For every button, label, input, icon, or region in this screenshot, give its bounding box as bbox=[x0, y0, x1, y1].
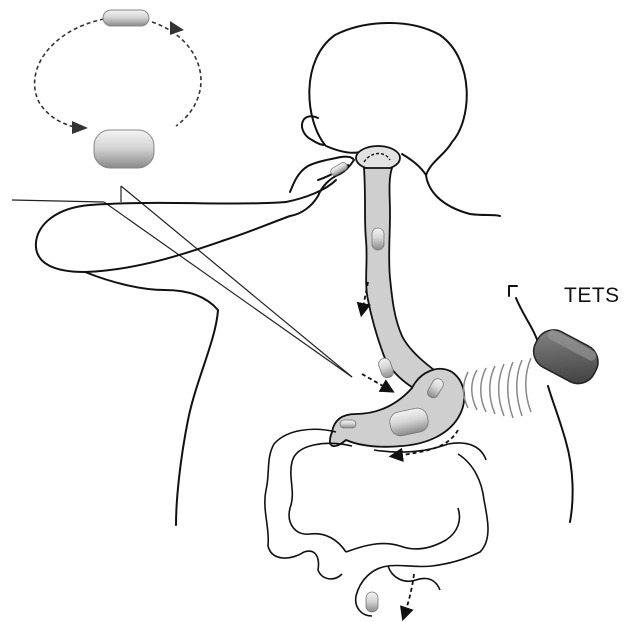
esophagus bbox=[364, 168, 446, 392]
colon-lower bbox=[346, 508, 460, 552]
colon-left bbox=[265, 429, 342, 579]
neck-shoulder-right bbox=[426, 175, 500, 216]
intestines bbox=[265, 429, 488, 616]
esophagus-capsule-1 bbox=[372, 228, 384, 250]
loop-arrow-left-head bbox=[72, 121, 88, 134]
pylorus-capsule bbox=[340, 420, 356, 428]
small-capsule-icon bbox=[103, 10, 149, 26]
arm-upper bbox=[36, 202, 290, 272]
mouth-outline bbox=[356, 146, 400, 170]
tets-signal bbox=[464, 358, 532, 418]
large-capsule-icon bbox=[94, 130, 154, 168]
tets-device bbox=[527, 324, 604, 390]
colon-inner-left bbox=[289, 443, 352, 552]
chin-outline bbox=[402, 154, 426, 175]
torso-right bbox=[509, 286, 517, 296]
tets-label: TETS bbox=[564, 284, 620, 308]
zoom-lines bbox=[12, 186, 352, 377]
arm-lower bbox=[85, 272, 218, 525]
colon-descending bbox=[356, 454, 488, 616]
loop-arrow-right bbox=[152, 22, 201, 126]
loop-arrow-left bbox=[35, 19, 104, 128]
face-outline bbox=[326, 146, 360, 153]
body-outline bbox=[36, 23, 573, 525]
capsule-loop-inset bbox=[35, 10, 201, 168]
colon-capsule bbox=[366, 592, 378, 612]
loop-arrow-right-head bbox=[170, 21, 184, 35]
